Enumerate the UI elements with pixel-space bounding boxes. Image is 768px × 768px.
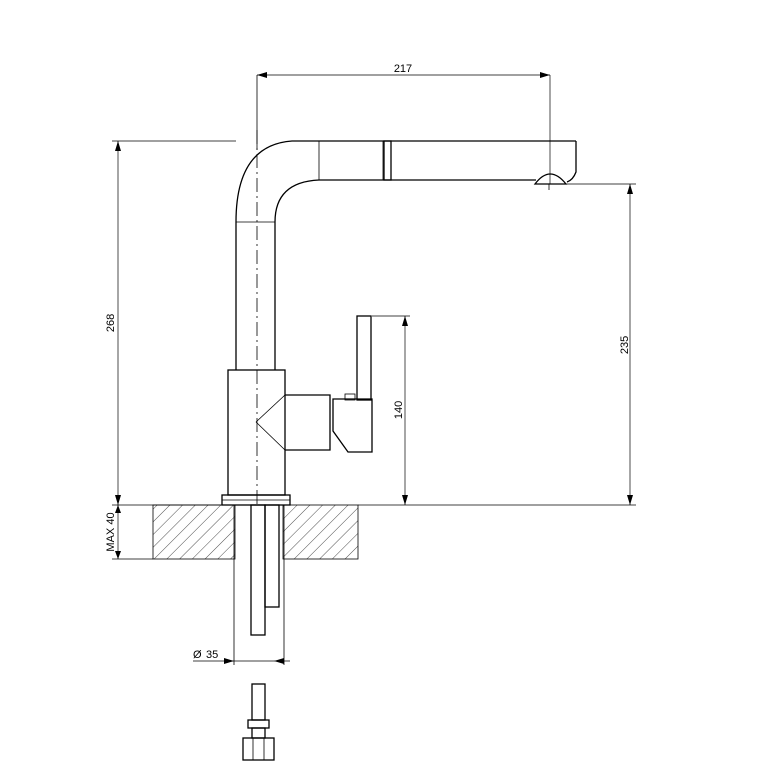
dimension-label-35: 35: [206, 649, 218, 661]
diameter-symbol: Ø: [193, 649, 202, 661]
worktop-section: [152, 504, 359, 560]
mixer-body: [227, 315, 373, 496]
dimension-label-235: 235: [619, 336, 631, 354]
faucet-body: [235, 140, 577, 370]
dimension-lever-height: 140: [358, 315, 410, 506]
dimension-label-268: 268: [105, 314, 117, 332]
base-and-shank: [221, 494, 291, 665]
dimension-label-140: 140: [393, 401, 405, 419]
dimension-total-height: 268: [105, 140, 236, 506]
dimension-hole-diameter: Ø 35: [193, 649, 290, 664]
dimension-spout-reach: 217: [257, 63, 551, 184]
hose-connector: [242, 683, 275, 761]
dimension-worktop-thickness: MAX 40: [105, 505, 153, 560]
dimension-label-217: 217: [394, 63, 412, 75]
dimension-label-max-40: MAX 40: [105, 512, 117, 551]
dimension-spout-height: 235: [410, 183, 636, 506]
